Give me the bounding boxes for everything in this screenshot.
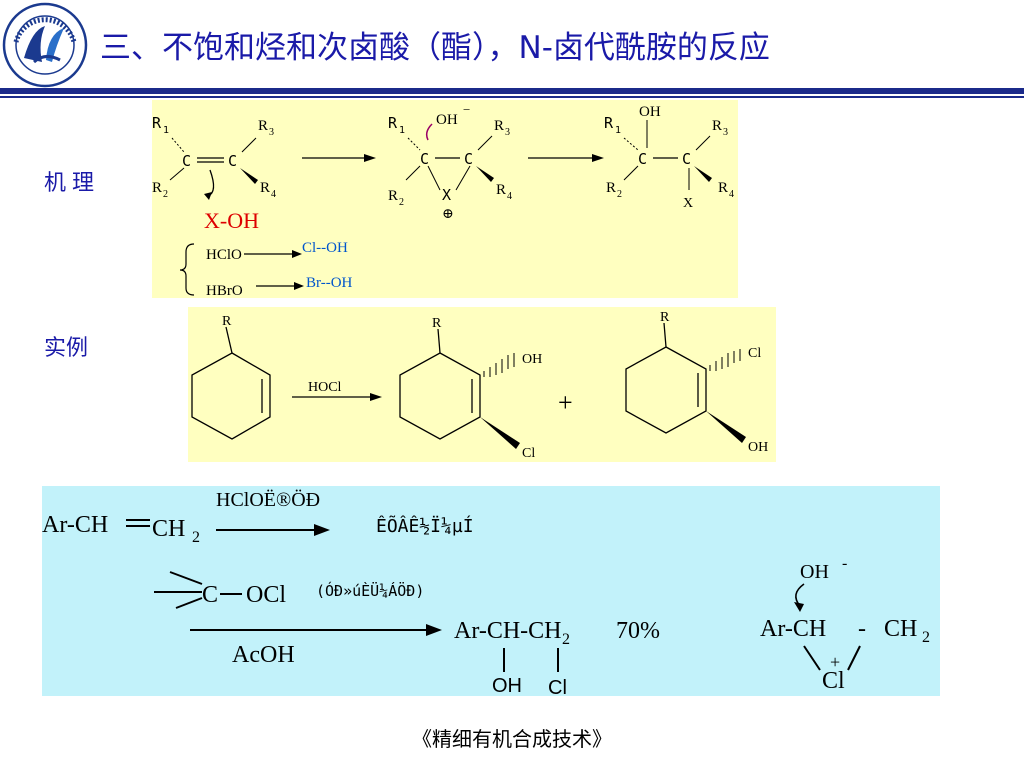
br-oh-label: Br--OH: [306, 275, 353, 291]
product-oh: OH: [492, 675, 522, 696]
r3-label-2: R: [494, 118, 504, 134]
footer-book-title: 《精细有机合成技术》: [412, 729, 612, 751]
c-atom-1: C: [182, 152, 191, 170]
intermediate-dash: -: [858, 616, 866, 642]
organic-solvent-label: (ÓÐ»úÈÜ¼ÁÖÐ): [316, 581, 424, 600]
product-label: Ar-CH-CH: [454, 618, 562, 644]
r4-sub-3: 4: [729, 189, 734, 200]
x-atom: X: [442, 186, 451, 204]
plus-sign: +: [558, 388, 573, 417]
r2-label: R: [152, 180, 162, 196]
intermediate-minus: -: [842, 555, 847, 572]
reagent-xoh: X-OH: [204, 208, 259, 233]
x-product: X: [683, 196, 693, 211]
r4-sub: 4: [271, 189, 276, 200]
oh-product2: OH: [748, 440, 768, 455]
r1-label-2: R: [388, 114, 398, 132]
r3-sub-3: 3: [723, 127, 728, 138]
r4-sub-2: 4: [507, 191, 512, 202]
minus-sign: −: [463, 102, 470, 117]
cl-product1: Cl: [522, 446, 535, 461]
header-divider: [0, 88, 1024, 94]
oh-product: OH: [639, 104, 661, 120]
hocl-reagent: HOCl: [308, 380, 342, 395]
r3-sub: 3: [269, 127, 274, 138]
intermediate-oh: OH: [800, 561, 829, 583]
c-atom-4: C: [464, 150, 473, 168]
intermediate-ch: CH: [884, 616, 917, 642]
r2-sub-3: 2: [617, 189, 622, 200]
page-title: 三、不饱和烃和次卤酸（酯），N-卤代酰胺的反应: [100, 30, 770, 66]
c-atom-3: C: [420, 150, 429, 168]
cl-oh-label: Cl--OH: [302, 240, 348, 256]
example-label: 实例: [44, 336, 89, 361]
r1-label: R: [152, 114, 162, 132]
university-logo: [2, 2, 88, 88]
r4-label-2: R: [496, 182, 506, 198]
r1-sub-2: 1: [399, 125, 405, 136]
positive-charge: ⊕: [442, 207, 454, 222]
r3-sub-2: 3: [505, 127, 510, 138]
oh-product1: OH: [522, 352, 542, 367]
c-atom-2: C: [228, 152, 237, 170]
intermediate-plus: +: [830, 652, 840, 672]
example-panel: R HOCl R OH Cl + R Cl OH: [188, 307, 776, 462]
example-scheme: R HOCl R OH Cl + R Cl OH: [191, 310, 768, 461]
c-atom-5: C: [638, 150, 647, 168]
r3-label: R: [258, 118, 268, 134]
oh-minus: OH: [436, 112, 458, 128]
r3-label-3: R: [712, 118, 722, 134]
header-divider-thin: [0, 96, 1024, 98]
r4-label: R: [260, 180, 270, 196]
ocl-label: OCl: [246, 582, 286, 608]
low-yield-label: ÊÕÂÊ½Ï¼µÍ: [376, 515, 474, 537]
ch2-sub: 2: [192, 529, 200, 546]
r-product1: R: [432, 316, 442, 331]
ester-scheme: Ar-CH CH 2 HClOË®ÖÐ ÊÕÂÊ½Ï¼µÍ C OCl (ÓÐ»…: [42, 488, 930, 699]
r2-sub-2: 2: [399, 197, 404, 208]
yield-label: 70%: [616, 618, 660, 644]
r-product2: R: [660, 310, 670, 325]
c-atom-6: C: [682, 150, 691, 168]
intermediate-cl: Cl: [822, 668, 845, 694]
intermediate-ar-ch: Ar-CH: [760, 616, 826, 642]
ester-carbon: C: [202, 582, 218, 608]
mechanism-panel: R 1 R 3 C C R 2 R 4 X-OH R 1 OH − R 3 C …: [152, 100, 738, 299]
r2-label-3: R: [606, 180, 616, 196]
hbro-label: HBrO: [206, 283, 243, 298]
hypochlorite-ester-panel: Ar-CH CH 2 HClOË®ÖÐ ÊÕÂÊ½Ï¼µÍ C OCl (ÓÐ»…: [42, 486, 940, 699]
product-sub: 2: [562, 631, 570, 648]
mechanism-scheme: R 1 R 3 C C R 2 R 4 X-OH R 1 OH − R 3 C …: [152, 102, 734, 299]
r1-sub: 1: [163, 125, 169, 136]
r1-label-3: R: [604, 114, 614, 132]
r1-sub-3: 1: [615, 125, 621, 136]
acoh-label: AcOH: [232, 642, 295, 668]
mechanism-label: 机理: [44, 171, 101, 196]
r2-sub: 2: [163, 189, 168, 200]
product-cl: Cl: [548, 677, 567, 696]
ar-ch-label: Ar-CH: [42, 512, 108, 538]
ch2-label: CH: [152, 516, 185, 542]
hclo-label: HClO: [206, 247, 242, 263]
intermediate-sub: 2: [922, 629, 930, 646]
r2-label-2: R: [388, 188, 398, 204]
r-reactant: R: [222, 314, 232, 329]
cl-product2: Cl: [748, 346, 761, 361]
r4-label-3: R: [718, 180, 728, 196]
hclo-water-label: HClOË®ÖÐ: [216, 488, 320, 511]
